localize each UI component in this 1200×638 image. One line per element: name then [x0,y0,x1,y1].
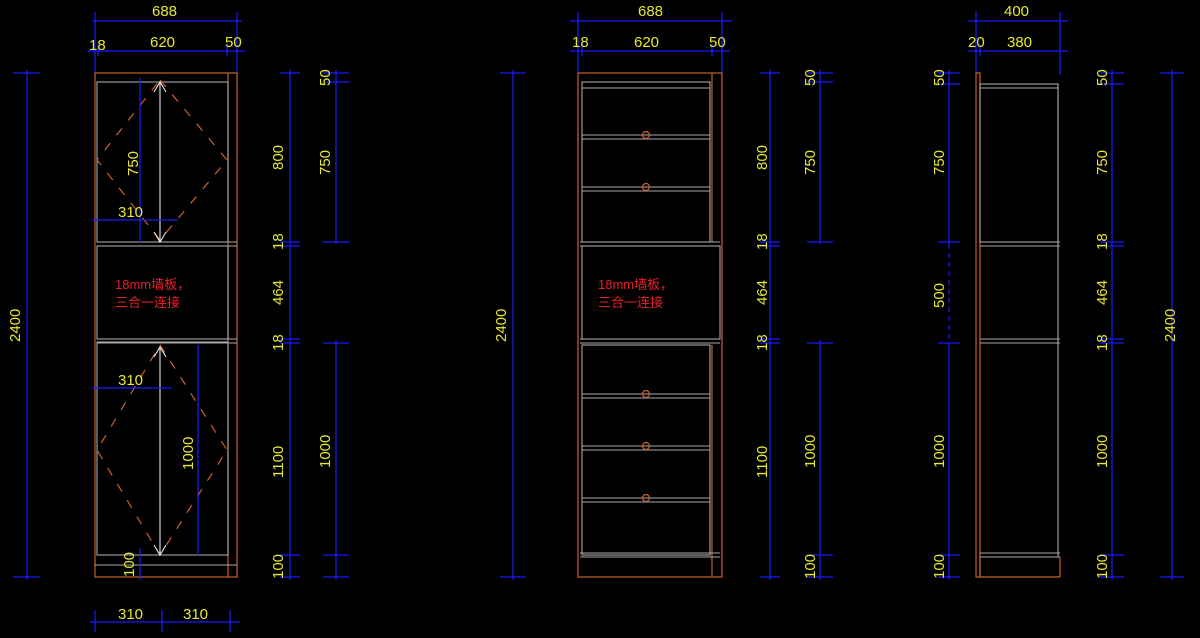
inner-r1-800: 800 [754,145,771,170]
view-inner: 688 18 620 50 2400 [493,3,833,580]
side-r-18b: 18 [1094,334,1111,351]
inner-width-total: 688 [638,3,663,20]
front-r2-750: 750 [317,150,334,175]
shelf-knob [641,441,651,451]
front-bottom-dims: 310 310 [90,606,240,632]
front-note-line1: 18mm墙板， [115,277,190,292]
front-inner-dims: 750 310 310 1000 100 [92,78,199,580]
front-width-total: 688 [152,3,177,20]
side-top-dims: 400 20 380 [968,3,1068,75]
inner-r2-50: 50 [802,69,819,86]
side-height-dim: 2400 [1160,70,1184,580]
front-cabinet [94,72,238,578]
inner-cabinet [577,72,723,578]
side-l-750: 750 [931,150,948,175]
front-r2-50: 50 [317,69,334,86]
front-plinth-h: 100 [121,552,138,577]
inner-height-total: 2400 [493,309,510,342]
front-lower-door-h: 1000 [180,437,197,470]
inner-note-line1: 18mm墙板， [598,277,673,292]
front-r2-1000: 1000 [317,435,334,468]
side-cabinet [975,72,1061,578]
front-r1-100: 100 [270,554,287,579]
inner-right-dims-2: 50 750 1000 100 [802,69,833,580]
side-width-depth: 380 [1007,34,1032,51]
front-upper-door-w: 310 [118,204,143,221]
front-width-main: 620 [150,34,175,51]
inner-r2-100: 100 [802,554,819,579]
view-side: 400 20 380 [931,3,1184,580]
front-bottom-w-left: 310 [118,606,143,623]
inner-r1-1100: 1100 [754,446,771,478]
side-width-panel: 20 [968,34,985,51]
inner-r1-18a: 18 [754,233,771,250]
side-r-750: 750 [1094,150,1111,175]
front-right-dims-2: 50 750 1000 [317,69,349,580]
front-upper-door-h: 750 [125,151,142,176]
front-lower-door-w: 310 [118,372,143,389]
lower-door-swing [96,344,228,557]
side-r-18a: 18 [1094,233,1111,250]
inner-width-main: 620 [634,34,659,51]
inner-r1-18b: 18 [754,334,771,351]
side-r-464: 464 [1094,280,1111,305]
inner-width-side: 18 [572,34,589,51]
front-r1-1100: 1100 [270,446,287,478]
front-r1-800: 800 [270,145,287,170]
shelf-knob [641,389,651,399]
inner-height-dim: 2400 [493,70,526,580]
inner-r1-464: 464 [754,280,771,305]
side-l-50: 50 [931,69,948,86]
side-right-dims: 50 750 18 464 18 1000 100 [1094,69,1124,580]
inner-right-dims-1: 800 18 464 18 1100 [754,70,780,580]
shelf-knob [641,130,651,140]
inner-r2-750: 750 [802,150,819,175]
side-l-1000: 1000 [931,435,948,468]
front-note-line2: 三合一连接 [115,295,180,310]
side-r-1000: 1000 [1094,435,1111,468]
shelf-knob [641,182,651,192]
front-height-total: 2400 [7,309,24,342]
front-top-dims: 688 18 620 50 [88,3,245,75]
upper-door-swing [96,79,228,241]
front-r1-18a: 18 [270,233,287,250]
side-width-total: 400 [1004,3,1029,20]
inner-width-back: 50 [709,34,726,51]
inner-top-dims: 688 18 620 50 [570,3,732,75]
front-r1-464: 464 [270,280,287,305]
front-width-back: 50 [225,34,242,51]
inner-note-line2: 三合一连接 [598,295,663,310]
front-r1-18b: 18 [270,334,287,351]
front-bottom-w-right: 310 [183,606,208,623]
front-width-side: 18 [89,37,106,54]
view-front: 688 18 620 50 2400 [7,3,349,632]
front-right-dims-1: 800 18 464 18 1100 100 [270,70,300,580]
front-height-dim: 2400 [7,70,40,580]
side-height-total: 2400 [1162,309,1179,342]
inner-r2-1000: 1000 [802,435,819,468]
side-l-500: 500 [931,283,948,308]
shelf-knob [641,493,651,503]
side-left-dims: 50 750 500 1000 100 [931,69,960,580]
side-l-100: 100 [931,554,948,579]
side-r-100: 100 [1094,554,1111,579]
side-r-50: 50 [1094,69,1111,86]
